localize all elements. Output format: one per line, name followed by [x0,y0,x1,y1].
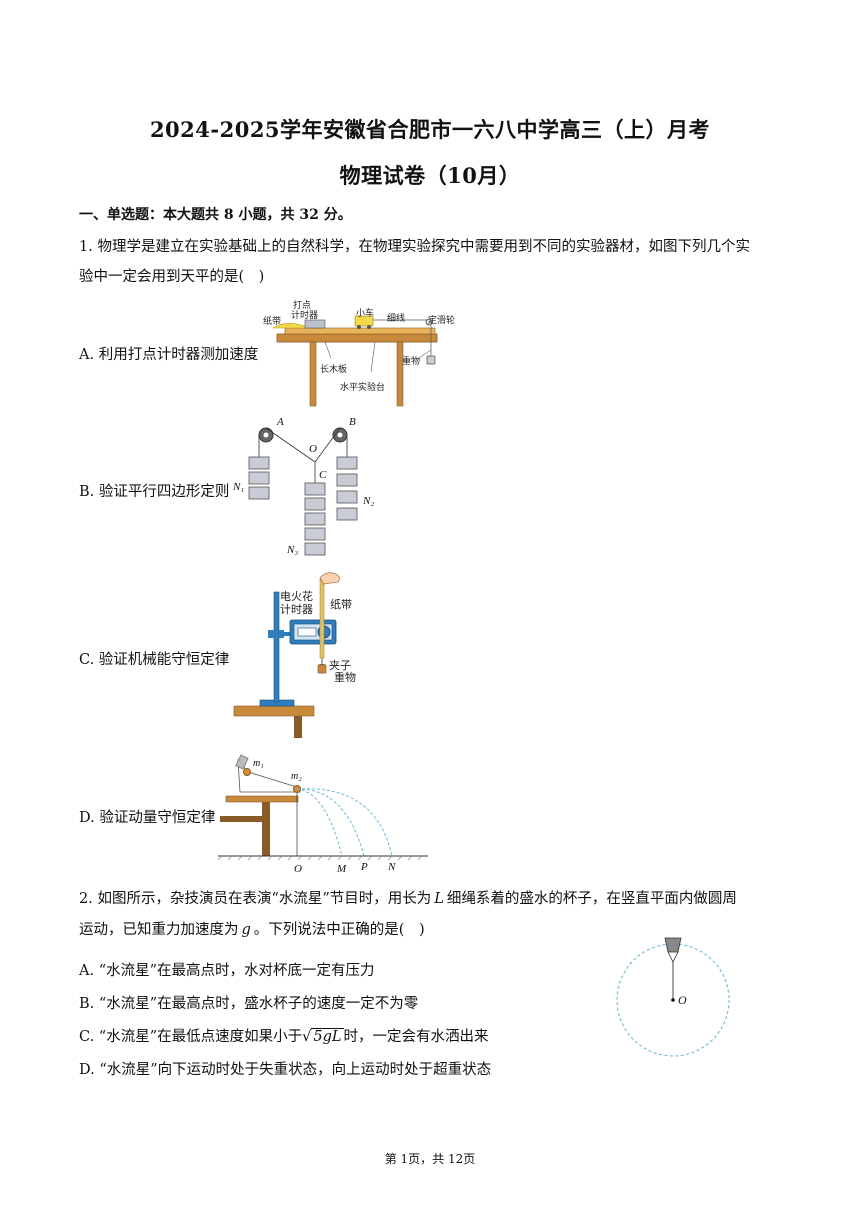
q1-option-a[interactable]: A. 利用打点计时器测加速度 [79,347,259,363]
figure-parallelogram [248,427,358,556]
figC-label-clip: 夹子 [329,659,351,672]
figB-label-n2: N₂ [363,495,375,507]
figD-label-m1: m₁ [253,758,264,769]
q2-stem-text: 2. 如图所示，杂技演员在表演“水流星”节目时，用长为 [79,891,432,907]
q2-stem-text: 。下列说法中正确的是( ) [253,922,425,938]
q2-option-a[interactable]: A. “水流星”在最高点时，水对杯底一定有压力 [79,963,375,979]
q2-option-c-sqrt: 5gL [311,1028,344,1045]
sqrt-symbol: √ [302,1029,312,1045]
figB-label-o: O [309,443,317,455]
page-title: 2024-2025学年安徽省合肥市一六八中学高三（上）月考 [149,117,711,142]
q2-option-d[interactable]: D. “水流星”向下运动时处于失重状态，向上运动时处于超重状态 [79,1062,492,1078]
figB-label-c: C [319,469,327,481]
figC-label-paper-tape: 纸带 [330,598,352,611]
q2-var-g: g [241,922,251,938]
q1-stem-line1: 1. 物理学是建立在实验基础上的自然科学，在物理实验探究中需要用到不同的实验器材… [79,239,750,255]
section-heading: 一、单选题：本大题共 8 小题，共 32 分。 [79,207,352,223]
figA-label-timer-l1: 打点 [293,301,312,311]
figure-momentum [217,754,428,861]
q2-option-b[interactable]: B. “水流星”在最高点时，盛水杯子的速度一定不为零 [79,996,419,1012]
q1-stem-line2: 验中一定会用到天平的是( ) [79,269,265,285]
figA-label-paper-tape: 纸带 [263,317,282,327]
q2-stem-text: 细绳系着的盛水的杯子，在竖直平面内做圆周 [446,891,737,907]
q2-var-l: L [434,891,444,907]
figD-label-m: M [337,863,347,875]
q2-fig-label-o: O [678,993,687,1007]
q1-option-c[interactable]: C. 验证机械能守恒定律 [79,652,230,668]
figA-label-cart: 小车 [356,309,375,319]
figB-label-b: B [349,416,356,428]
q2-option-c-text: C. “水流星”在最低点速度如果小于 [79,1029,303,1045]
figA-label-pulley: 定滑轮 [428,316,456,326]
figure-ticker-timer [272,315,438,407]
figA-label-table: 水平实验台 [340,383,386,393]
q1-option-b[interactable]: B. 验证平行四边形定则 [79,484,230,500]
figA-label-weight: 重物 [402,357,421,367]
figA-label-timer-l2: 计时器 [291,311,319,321]
figC-label-timer-l2: 计时器 [280,603,313,616]
q2-option-c-text: 时，一定会有水洒出来 [343,1029,489,1045]
figA-label-board: 长木板 [320,365,348,375]
figD-label-o: O [294,863,302,875]
figure-spark-timer [233,572,340,738]
figD-label-n: N [388,861,396,873]
figB-label-n3: N₃ [287,544,299,556]
figD-label-p: P [361,861,368,873]
q1-option-d[interactable]: D. 验证动量守恒定律 [79,810,216,826]
figC-label-weight: 重物 [334,671,356,684]
q2-stem-text: 运动，已知重力加速度为 [79,922,239,938]
figure-water-meteor [616,937,730,1057]
page-footer: 第 1页，共 12页 [384,1152,476,1166]
figA-label-string: 细线 [387,314,406,324]
figD-label-m2: m₂ [291,771,302,782]
figB-label-a: A [277,416,284,428]
figB-label-n1: N₁ [233,481,245,493]
figC-label-timer-l1: 电火花 [280,590,313,603]
page-subtitle: 物理试卷（10月） [339,163,521,188]
